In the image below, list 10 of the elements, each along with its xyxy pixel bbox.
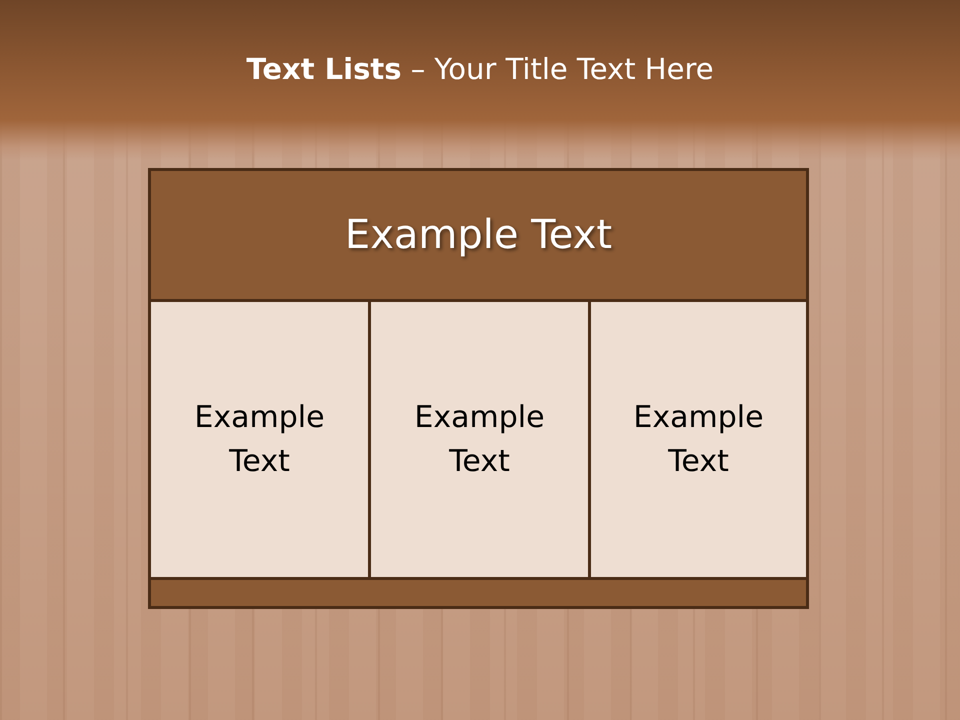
content-box: [588, 299, 809, 580]
footer-bar: [148, 577, 809, 609]
content-text: Example Text: [413, 399, 546, 480]
content-text: Example Text: [632, 399, 765, 480]
content-box: [368, 299, 591, 580]
header-box: [148, 168, 809, 302]
header-text: Example Text: [344, 211, 612, 260]
content-text: Example Text: [193, 399, 326, 480]
content-box: [148, 299, 371, 580]
slide-title: Text Lists – Your Title Text Here: [246, 52, 714, 86]
